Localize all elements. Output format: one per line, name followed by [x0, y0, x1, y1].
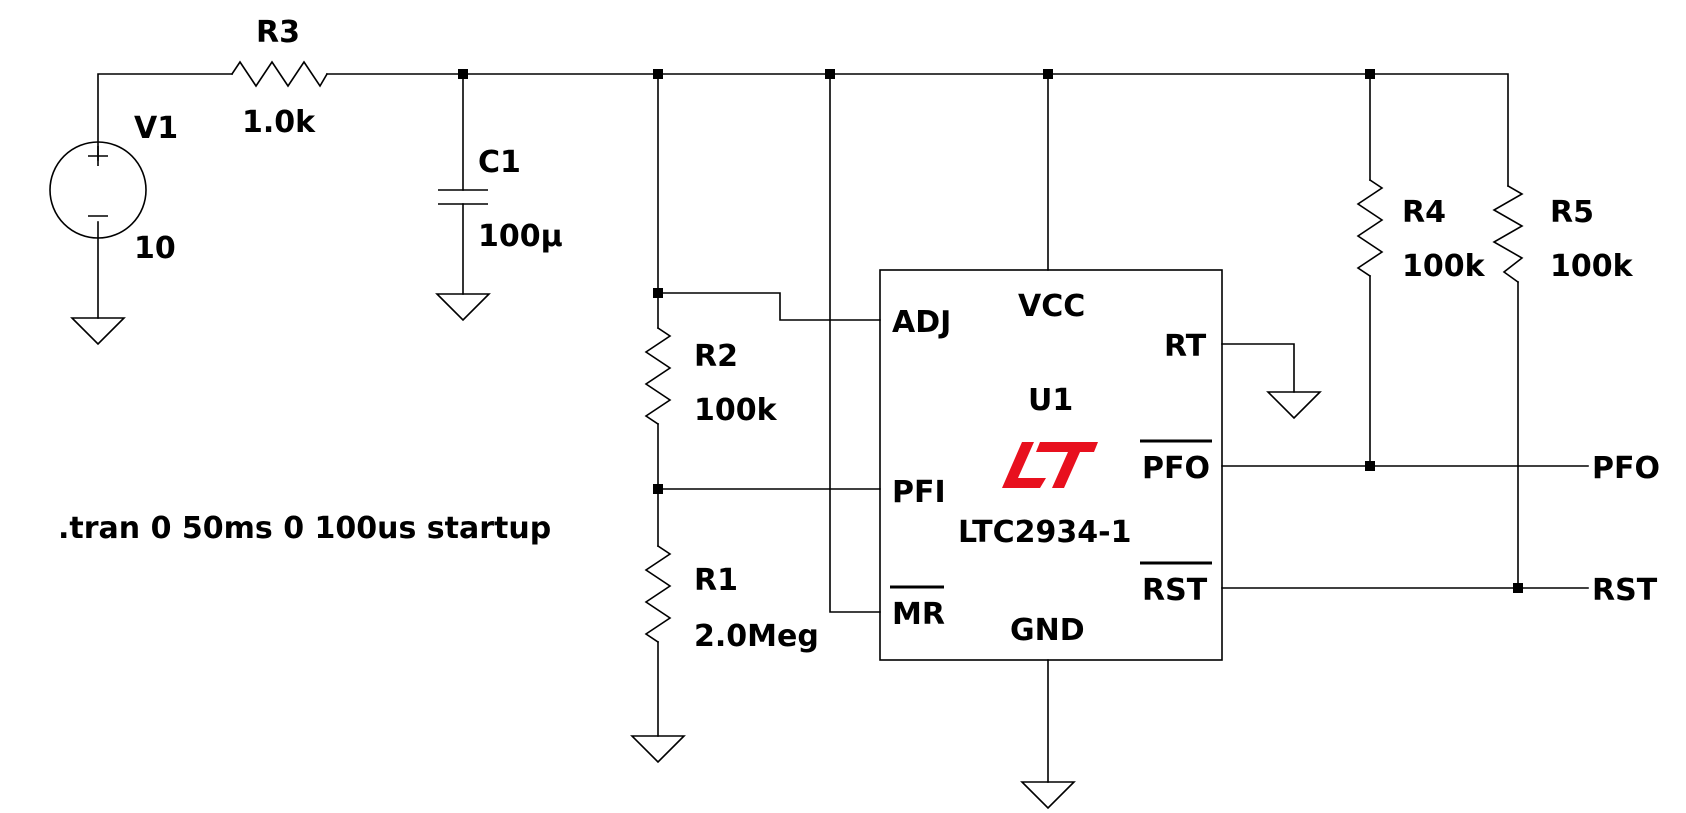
resistor-r3[interactable]: R3 1.0k: [230, 15, 329, 140]
pin-vcc-label: VCC: [1018, 289, 1085, 324]
resistor-icon: [230, 60, 329, 88]
wire-adj: [657, 292, 881, 321]
wire-top-rail: [326, 73, 1509, 187]
junctions: [458, 69, 1523, 593]
junction: [653, 288, 663, 298]
resistor-r1[interactable]: R1 2.0Meg: [644, 544, 819, 654]
resistor-icon: [644, 326, 672, 426]
wire-v1-to-r3: [97, 73, 233, 161]
u1-part-label: LTC2934-1: [958, 515, 1131, 550]
junction: [458, 69, 468, 79]
junction: [1043, 69, 1053, 79]
r5-value-label: 100k: [1550, 249, 1634, 284]
r4-name-label: R4: [1402, 195, 1446, 230]
resistor-icon: [1492, 184, 1524, 284]
resistor-r2[interactable]: R2 100k: [644, 326, 778, 428]
pin-rt-label: RT: [1164, 329, 1207, 364]
v1-name-label: V1: [134, 111, 178, 146]
voltage-source-icon: [49, 141, 147, 239]
c1-name-label: C1: [478, 145, 521, 180]
net-label-pfo: PFO: [1592, 451, 1660, 486]
r1-value-label: 2.0Meg: [694, 619, 819, 654]
r2-value-label: 100k: [694, 393, 778, 428]
pin-pfo-label: PFO: [1142, 451, 1210, 486]
pin-pfi-label: PFI: [892, 475, 946, 510]
junction: [825, 69, 835, 79]
r5-name-label: R5: [1550, 195, 1594, 230]
u1-name-label: U1: [1028, 383, 1073, 418]
capacitor-icon: [438, 189, 488, 205]
pin-mr-label: MR: [892, 597, 945, 632]
spice-directive[interactable]: .tran 0 50ms 0 100us startup: [58, 511, 551, 546]
ground-icon: [1020, 781, 1076, 810]
net-label-rst: RST: [1592, 573, 1658, 608]
pin-adj-label: ADJ: [892, 305, 951, 340]
junction: [1513, 583, 1523, 593]
wire-rt: [1221, 343, 1295, 393]
r1-name-label: R1: [694, 563, 738, 598]
ground-icon: [435, 293, 491, 322]
lt-logo-icon: [1002, 442, 1098, 488]
capacitor-c1[interactable]: C1 100µ: [438, 145, 563, 254]
junction: [1365, 69, 1375, 79]
r3-name-label: R3: [256, 15, 300, 50]
v1-value-label: 10: [134, 231, 176, 266]
ground-icon: [70, 317, 126, 346]
resistor-icon: [1356, 178, 1384, 278]
resistor-r4[interactable]: R4 100k: [1356, 178, 1486, 284]
wire-mr: [829, 73, 881, 613]
junction: [653, 484, 663, 494]
r4-value-label: 100k: [1402, 249, 1486, 284]
pin-gnd-label: GND: [1010, 613, 1085, 648]
wires: [97, 73, 1589, 783]
ic-body: [879, 269, 1223, 661]
ground-icon: [630, 735, 686, 764]
ic-u1[interactable]: VCC ADJ RT U1 PFO PFI LTC2934-1 RST MR G…: [879, 269, 1223, 661]
junction: [653, 69, 663, 79]
grounds: [70, 293, 1322, 810]
c1-value-label: 100µ: [478, 219, 563, 254]
r3-value-label: 1.0k: [242, 105, 316, 140]
voltage-source-v1[interactable]: V1 10: [49, 111, 178, 266]
junction: [1365, 461, 1375, 471]
ground-icon: [1266, 391, 1322, 420]
pin-rst-label: RST: [1142, 573, 1208, 608]
r2-name-label: R2: [694, 339, 738, 374]
resistor-icon: [644, 544, 672, 644]
resistor-r5[interactable]: R5 100k: [1492, 184, 1634, 284]
